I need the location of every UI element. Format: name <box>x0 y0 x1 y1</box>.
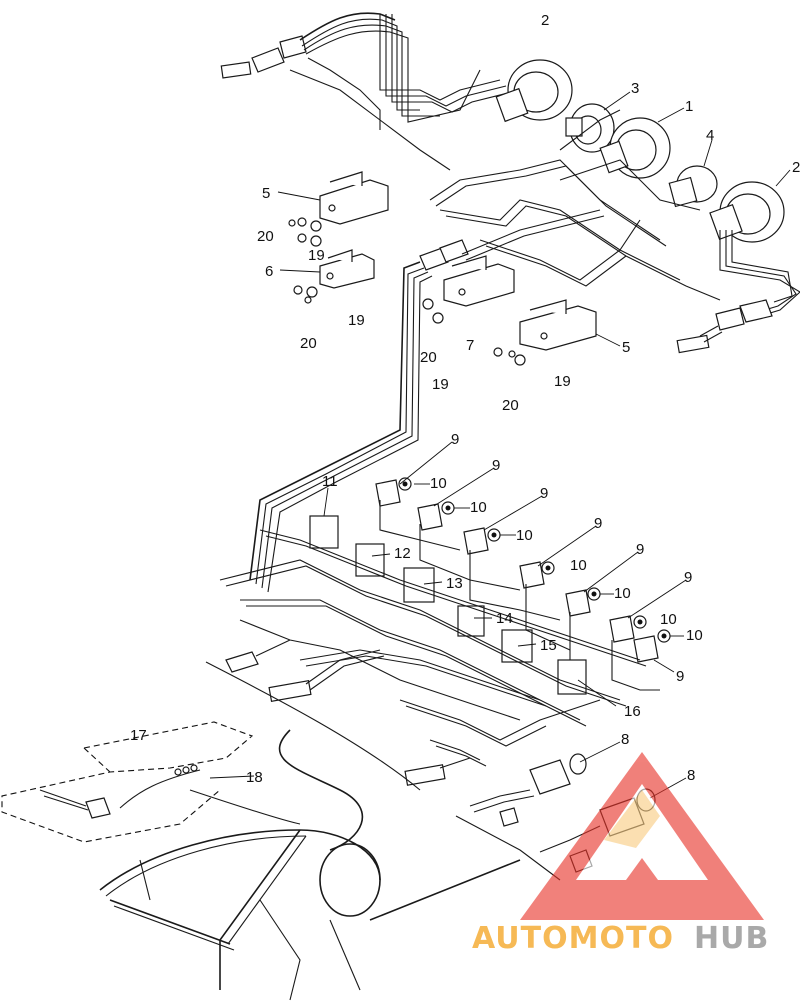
bracket-6 <box>319 249 375 289</box>
callout-9-e: 9 <box>636 541 644 558</box>
callout-9-d: 9 <box>594 515 602 532</box>
callout-20-b: 20 <box>300 335 317 352</box>
callout-3: 3 <box>631 80 639 97</box>
right-harness <box>676 230 800 354</box>
callout-4: 4 <box>706 127 714 144</box>
callout-1: 1 <box>685 98 693 115</box>
callout-19-d: 19 <box>554 373 571 390</box>
gauge-3 <box>565 103 615 153</box>
bracket-7 <box>443 255 515 307</box>
callout-20-c: 20 <box>420 349 437 366</box>
gauge-1 <box>599 117 671 179</box>
callout-9-f: 9 <box>684 569 692 586</box>
callout-17: 17 <box>130 727 147 744</box>
callout-14: 14 <box>496 610 513 627</box>
nuts-washers <box>288 217 526 366</box>
callout-6: 6 <box>265 263 273 280</box>
callout-19-a: 19 <box>308 247 325 264</box>
callout-9-a: 9 <box>451 431 459 448</box>
bracket-5-left <box>319 171 389 225</box>
callout-10-b: 10 <box>470 499 487 516</box>
callout-8-b: 8 <box>687 767 695 784</box>
callout-2-right: 2 <box>792 159 800 176</box>
callout-10-d: 10 <box>570 557 587 574</box>
callout-5-left: 5 <box>262 185 270 202</box>
callout-20-a: 20 <box>257 228 274 245</box>
top-left-harness <box>220 12 513 171</box>
callout-9-c: 9 <box>540 485 548 502</box>
watermark-text-hub: HUB <box>694 921 769 956</box>
console-outline <box>99 729 521 1001</box>
callout-9-g: 9 <box>676 668 684 685</box>
gauge-2-right <box>709 181 785 243</box>
gauge-4 <box>668 165 718 208</box>
callout-8-a: 8 <box>621 731 629 748</box>
callout-11: 11 <box>322 473 338 490</box>
automotohub-watermark <box>520 752 764 920</box>
callout-5-right: 5 <box>622 339 630 356</box>
callout-10-a: 10 <box>430 475 447 492</box>
bracket-5-right <box>519 299 597 351</box>
automotohub-wordmark: AUTOMOTO HUB <box>472 921 769 956</box>
callout-16: 16 <box>624 703 641 720</box>
callout-18: 18 <box>246 769 263 786</box>
callout-20-d: 20 <box>502 397 519 414</box>
callout-10-c: 10 <box>516 527 533 544</box>
callout-9-b: 9 <box>492 457 500 474</box>
callout-10-e: 10 <box>614 585 631 602</box>
watermark-text-automoto: AUTOMOTO <box>472 921 674 956</box>
callout-15: 15 <box>540 637 557 654</box>
callout-2-top: 2 <box>541 12 549 29</box>
callout-12: 12 <box>394 545 411 562</box>
callout-10-f: 10 <box>660 611 677 628</box>
main-harness <box>249 209 605 593</box>
callout-labels: 2 1 2 3 4 5 5 6 7 8 8 9 9 9 9 9 9 9 10 1… <box>130 12 800 786</box>
callout-13: 13 <box>446 575 463 592</box>
kit-17-18 <box>1 721 254 843</box>
callout-10-g: 10 <box>686 627 703 644</box>
callout-19-c: 19 <box>432 376 449 393</box>
gauge-2-left <box>495 59 573 123</box>
callout-7: 7 <box>466 337 474 354</box>
callout-19-b: 19 <box>348 312 365 329</box>
instrument-wiring <box>429 109 721 301</box>
